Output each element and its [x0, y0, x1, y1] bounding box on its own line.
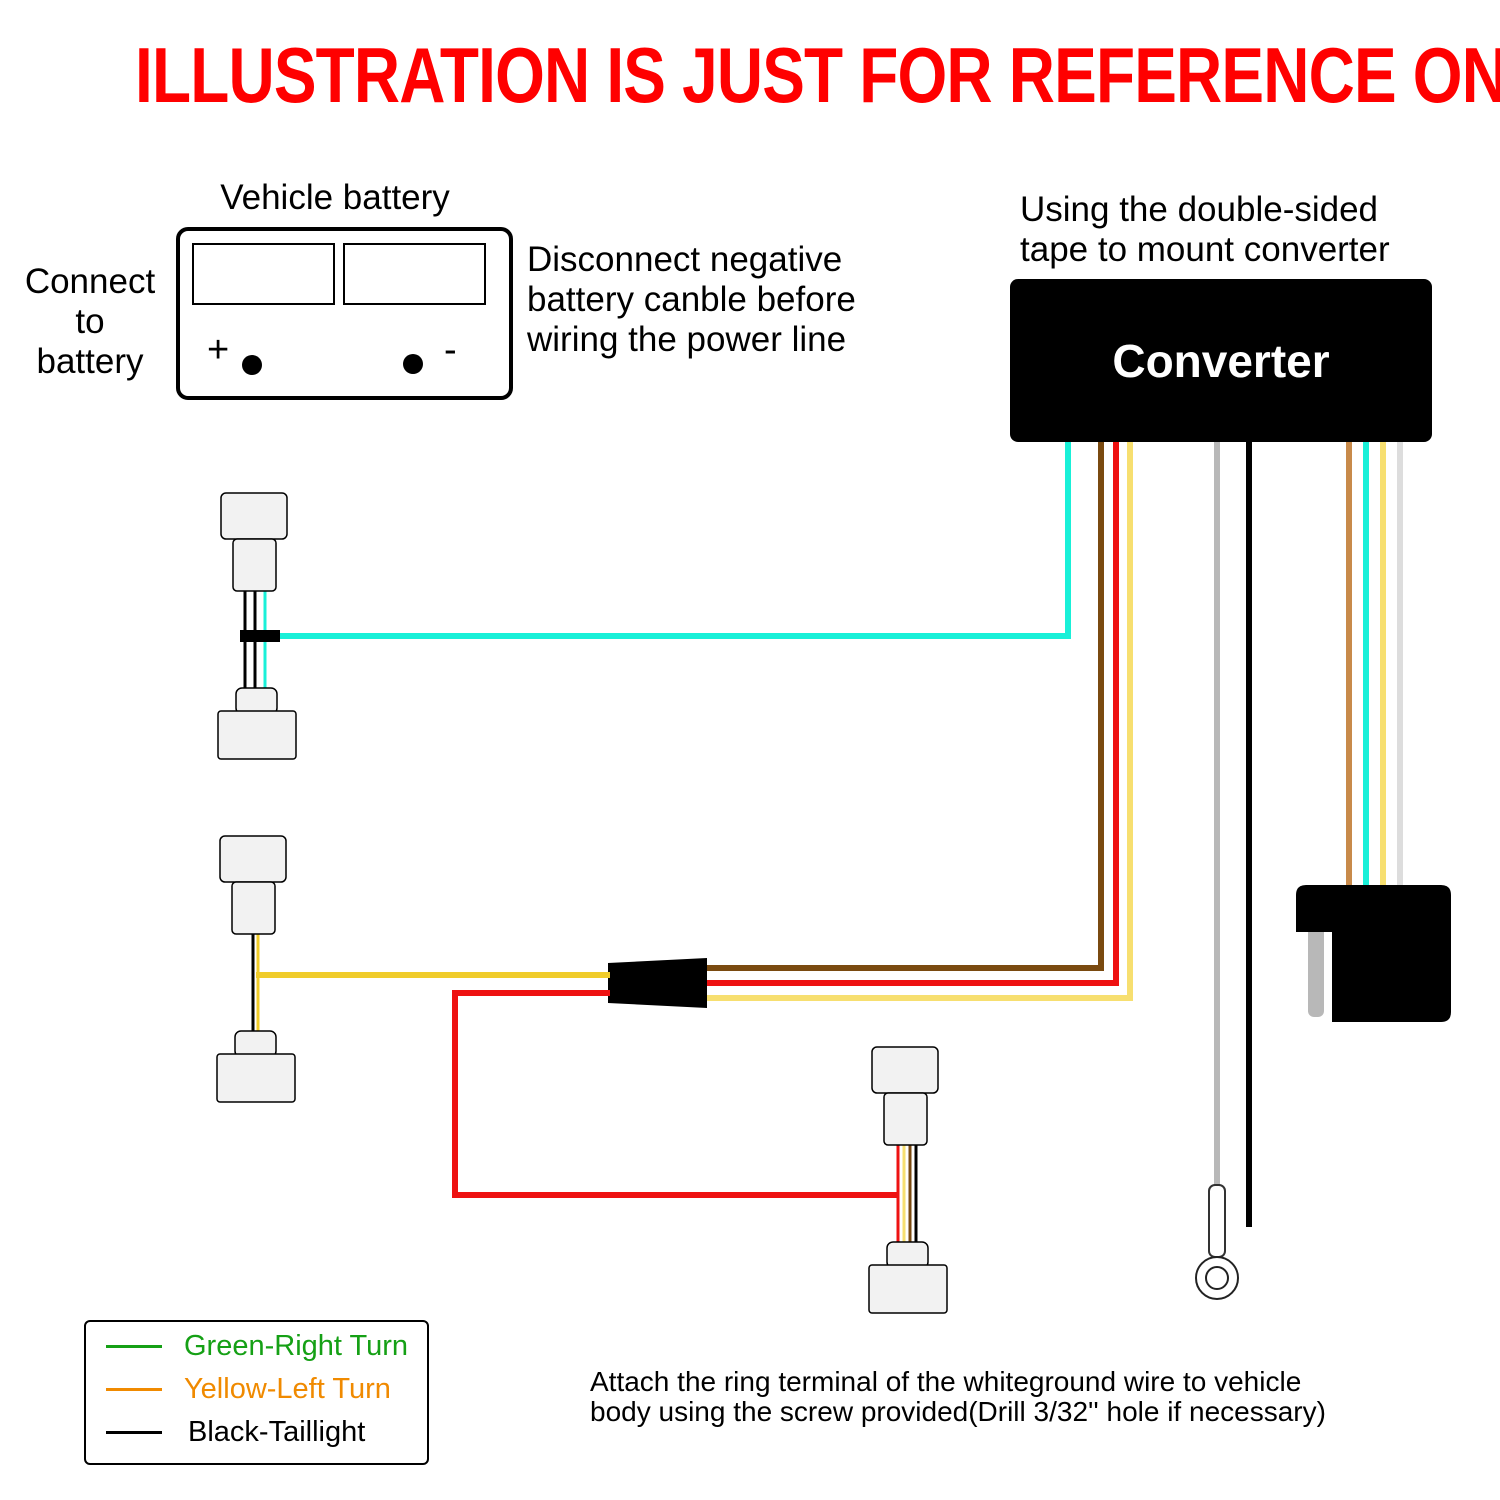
wire-cyan	[266, 442, 1071, 639]
connect-line-2: to	[75, 302, 105, 341]
splice-connector	[608, 958, 707, 1008]
battery-note-line-1: Disconnect negative	[527, 240, 843, 279]
wire-red	[700, 442, 1119, 986]
connect-line-1: Connect	[24, 262, 156, 301]
connect-line-3: battery	[36, 342, 144, 381]
ground-note-line-1: Attach the ring terminal of the whitegro…	[590, 1366, 1302, 1397]
positive-terminal	[242, 355, 262, 375]
wire-yellow	[700, 442, 1133, 1001]
wire-color-legend: Green-Right Turn Yellow-Left Turn Black-…	[84, 1320, 429, 1465]
wire-red-loop	[452, 990, 898, 1198]
battery-title: Vehicle battery	[220, 178, 450, 217]
legend-label-taillight: Black-Taillight	[188, 1415, 366, 1448]
connect-to-battery-label: Connect to battery	[10, 262, 170, 382]
legend-swatch-right-turn	[106, 1344, 162, 1348]
negative-symbol: -	[444, 329, 457, 371]
trailer-plug	[1296, 885, 1451, 1022]
ground-wire	[1195, 442, 1239, 1300]
ring-terminal-stem	[1208, 1184, 1226, 1258]
light-connector-2	[216, 835, 296, 1103]
plug-pin	[1308, 925, 1324, 1017]
ground-note-line-2: body using the screw provided(Drill 3/32…	[590, 1396, 1326, 1427]
trailer-plug-wires	[1346, 442, 1403, 888]
battery-note-line-3: wiring the power line	[527, 320, 847, 359]
ground-wire-note: Attach the ring terminal of the whitegro…	[590, 1367, 1326, 1427]
ring-terminal-inner	[1205, 1266, 1229, 1290]
battery-note-line-2: battery canble before	[527, 280, 856, 319]
legend-swatch-left-turn	[106, 1387, 162, 1391]
battery-disconnect-note: Disconnect negative battery canble befor…	[527, 240, 856, 360]
positive-symbol: +	[207, 329, 229, 371]
wire-brown	[700, 442, 1104, 971]
mount-note-line-1: Using the double-sided	[1020, 190, 1379, 229]
light-connector-3	[868, 1046, 948, 1314]
vehicle-battery: + -	[176, 227, 513, 400]
plug-body	[1296, 885, 1451, 1022]
legend-item-right-turn: Green-Right Turn	[106, 1326, 408, 1366]
wire-clip	[240, 630, 280, 642]
legend-label-left-turn: Yellow-Left Turn	[184, 1372, 391, 1405]
converter-box	[1010, 279, 1432, 442]
battery-cell-left	[192, 243, 335, 305]
legend-label-right-turn: Green-Right Turn	[184, 1329, 409, 1362]
legend-item-taillight: Black-Taillight	[106, 1412, 365, 1452]
converter-mount-note: Using the double-sided tape to mount con…	[1020, 190, 1390, 270]
mount-note-line-2: tape to mount converter	[1020, 230, 1390, 269]
reference-warning-headline: ILLUSTRATION IS JUST FOR REFERENCE ONLY	[135, 31, 1500, 119]
legend-swatch-taillight	[106, 1430, 162, 1434]
battery-cell-right	[343, 243, 486, 305]
negative-terminal	[403, 354, 423, 374]
legend-item-left-turn: Yellow-Left Turn	[106, 1369, 391, 1409]
converter-label: Converter	[1112, 335, 1330, 387]
light-connector-1	[217, 492, 297, 760]
